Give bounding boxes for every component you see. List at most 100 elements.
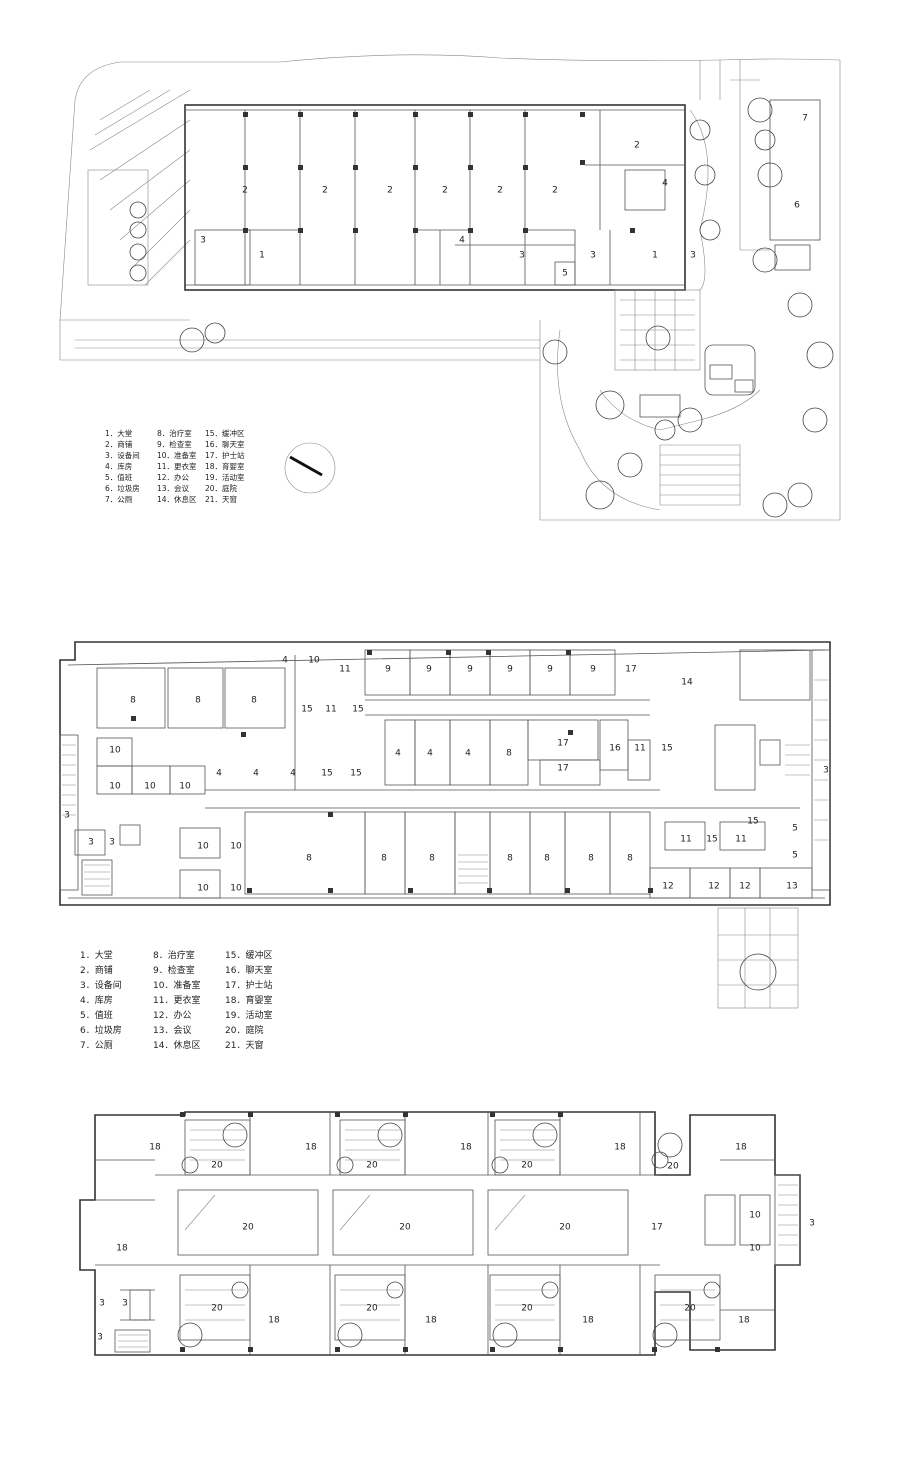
svg-text:11: 11 [325, 705, 336, 715]
svg-text:12: 12 [739, 882, 750, 892]
columns-plan-3 [180, 1112, 720, 1352]
svg-text:3: 3 [97, 1333, 103, 1343]
svg-text:11．更衣室: 11．更衣室 [153, 994, 200, 1006]
svg-text:19．活动室: 19．活动室 [225, 1009, 272, 1021]
svg-text:10: 10 [230, 884, 242, 894]
svg-text:10: 10 [308, 656, 320, 666]
columns-plan-1 [243, 112, 635, 233]
svg-text:18: 18 [305, 1143, 317, 1153]
svg-text:20: 20 [667, 1162, 679, 1172]
svg-text:5: 5 [792, 851, 798, 861]
site-boundary [74, 54, 841, 101]
svg-text:7: 7 [802, 114, 808, 124]
svg-text:3．设备间: 3．设备间 [105, 450, 140, 460]
svg-text:12: 12 [708, 882, 719, 892]
svg-text:16．聊天室: 16．聊天室 [225, 964, 272, 976]
svg-text:18: 18 [460, 1143, 472, 1153]
svg-text:1．大堂: 1．大堂 [80, 949, 113, 961]
svg-text:21．天窗: 21．天窗 [205, 494, 237, 504]
svg-text:20: 20 [684, 1304, 696, 1314]
svg-text:11: 11 [680, 835, 691, 845]
svg-text:3．设备间: 3．设备间 [80, 979, 122, 991]
svg-text:9: 9 [590, 665, 596, 675]
svg-text:8: 8 [588, 854, 594, 864]
courtyards-small [179, 1119, 721, 1341]
svg-text:4．库房: 4．库房 [105, 461, 132, 471]
svg-text:3: 3 [690, 251, 696, 261]
svg-text:4: 4 [459, 236, 465, 246]
svg-text:20: 20 [366, 1161, 378, 1171]
svg-text:15: 15 [352, 705, 363, 715]
svg-text:10: 10 [109, 782, 121, 792]
svg-text:9．检查室: 9．检查室 [153, 964, 195, 976]
svg-text:13: 13 [786, 882, 797, 892]
svg-text:2．商铺: 2．商铺 [105, 439, 133, 449]
svg-text:10: 10 [197, 842, 209, 852]
svg-text:10．准备室: 10．准备室 [157, 450, 197, 460]
columns-plan-2 [131, 650, 653, 893]
svg-text:8: 8 [130, 696, 136, 706]
annex-building [769, 99, 821, 241]
svg-text:4: 4 [662, 179, 668, 189]
svg-text:17: 17 [557, 739, 568, 749]
building-3-outline [79, 1111, 801, 1356]
svg-text:13．会议: 13．会议 [157, 483, 190, 493]
entrance-plaza [614, 289, 701, 371]
svg-text:15: 15 [747, 817, 758, 827]
courtyards-long [177, 1189, 629, 1256]
svg-text:14．休息区: 14．休息区 [153, 1039, 200, 1051]
svg-text:15．缓冲区: 15．缓冲区 [225, 949, 272, 961]
svg-text:15: 15 [350, 769, 361, 779]
svg-text:4: 4 [290, 769, 296, 779]
svg-text:9: 9 [467, 665, 473, 675]
svg-text:11: 11 [339, 665, 350, 675]
svg-text:15: 15 [706, 835, 717, 845]
svg-text:15: 15 [301, 705, 312, 715]
svg-text:3: 3 [88, 838, 94, 848]
svg-text:10: 10 [197, 884, 209, 894]
svg-text:10: 10 [749, 1211, 761, 1221]
svg-text:18: 18 [738, 1316, 750, 1326]
svg-text:16．聊天室: 16．聊天室 [205, 439, 245, 449]
stair-lawn [659, 444, 741, 506]
svg-text:7．公厕: 7．公厕 [80, 1040, 113, 1051]
svg-text:17: 17 [651, 1223, 662, 1233]
svg-text:11．更衣室: 11．更衣室 [157, 461, 197, 471]
svg-text:20: 20 [211, 1161, 223, 1171]
svg-text:10: 10 [179, 782, 191, 792]
svg-text:3: 3 [809, 1219, 815, 1229]
svg-text:12: 12 [662, 882, 673, 892]
plan-3: 18 20 18 20 18 20 18 20 18 18 20 20 20 1… [79, 1111, 815, 1356]
svg-text:4: 4 [216, 769, 222, 779]
svg-text:3: 3 [109, 838, 115, 848]
svg-text:3: 3 [122, 1299, 128, 1309]
svg-text:2: 2 [634, 141, 640, 151]
legend-plan-1: 1．大堂 8．治疗室 15．缓冲区 2．商铺 9．检查室 16．聊天室 3．设备… [105, 428, 245, 504]
svg-text:8: 8 [306, 854, 312, 864]
svg-text:16: 16 [609, 744, 621, 754]
svg-text:17．护士站: 17．护士站 [205, 450, 245, 460]
trees-plan-3 [177, 1122, 721, 1348]
svg-text:4: 4 [395, 749, 401, 759]
svg-text:5: 5 [562, 269, 568, 279]
svg-text:10: 10 [109, 746, 121, 756]
svg-text:1: 1 [652, 251, 658, 261]
svg-text:17: 17 [557, 764, 568, 774]
svg-text:8．治疗室: 8．治疗室 [157, 428, 192, 438]
svg-text:2: 2 [552, 186, 558, 196]
svg-text:18: 18 [735, 1143, 747, 1153]
svg-text:1: 1 [259, 251, 265, 261]
svg-text:20．庭院: 20．庭院 [205, 483, 238, 493]
svg-text:18: 18 [425, 1316, 437, 1326]
hatched-plaza [87, 169, 149, 286]
svg-text:12．办公: 12．办公 [153, 1009, 191, 1021]
svg-text:11: 11 [735, 835, 746, 845]
room-labels-plan-3: 18 20 18 20 18 20 18 20 18 18 20 20 20 1… [97, 1143, 815, 1343]
svg-text:20: 20 [399, 1223, 411, 1233]
svg-text:6．垃圾房: 6．垃圾房 [80, 1024, 122, 1036]
svg-text:8．治疗室: 8．治疗室 [153, 949, 195, 961]
svg-text:8: 8 [429, 854, 435, 864]
svg-text:18: 18 [614, 1143, 626, 1153]
room-labels-plan-1: 2 2 2 2 2 2 2 2 3 1 4 3 5 3 1 3 4 6 7 [200, 114, 808, 279]
